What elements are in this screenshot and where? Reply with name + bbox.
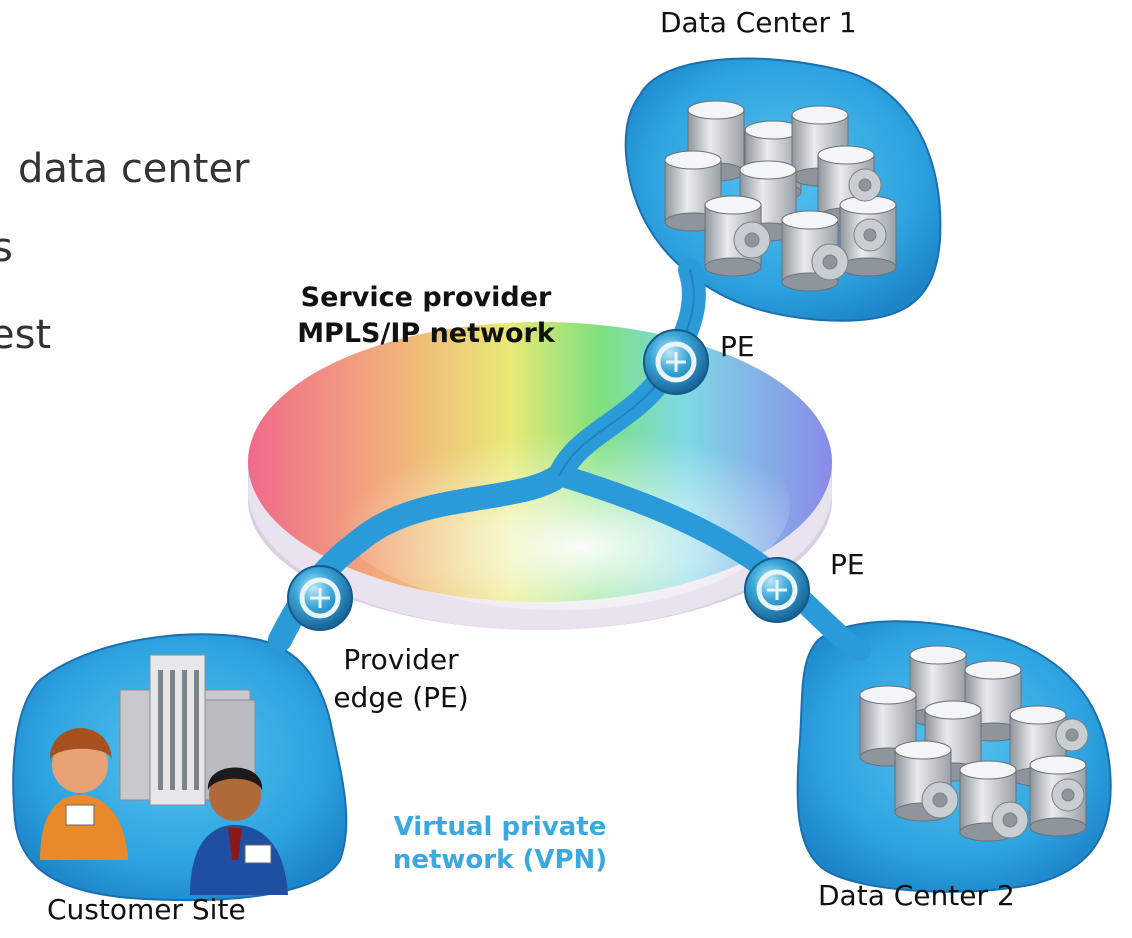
provider-edge-line2: edge (PE) (333, 681, 469, 714)
pe-label-right: PE (830, 548, 865, 581)
database-gear-icon (859, 645, 1089, 842)
bullet-fragment: est (0, 312, 52, 358)
network-label: Service provider MPLS/IP network (256, 280, 596, 352)
customer-site-label: Customer Site (47, 893, 246, 926)
vpn-label-line2: network (VPN) (392, 845, 608, 875)
router-icon (287, 329, 810, 631)
office-people-icon (40, 654, 288, 895)
provider-edge-label: Provider edge (PE) (292, 641, 510, 717)
data-center-1-label: Data Center 1 (660, 6, 857, 39)
data-center-2-label: Data Center 2 (818, 879, 1015, 912)
bullet-fragment: s (0, 225, 13, 271)
pe-label-top: PE (720, 330, 755, 363)
network-label-line2: MPLS/IP network (297, 318, 555, 349)
database-gear-icon (664, 100, 897, 292)
bullet-fragment: data center (18, 146, 250, 192)
network-label-line1: Service provider (300, 282, 552, 313)
vpn-label: Virtual private network (VPN) (340, 811, 660, 877)
vpn-label-line1: Virtual private (393, 812, 607, 842)
provider-edge-line1: Provider (343, 643, 459, 676)
